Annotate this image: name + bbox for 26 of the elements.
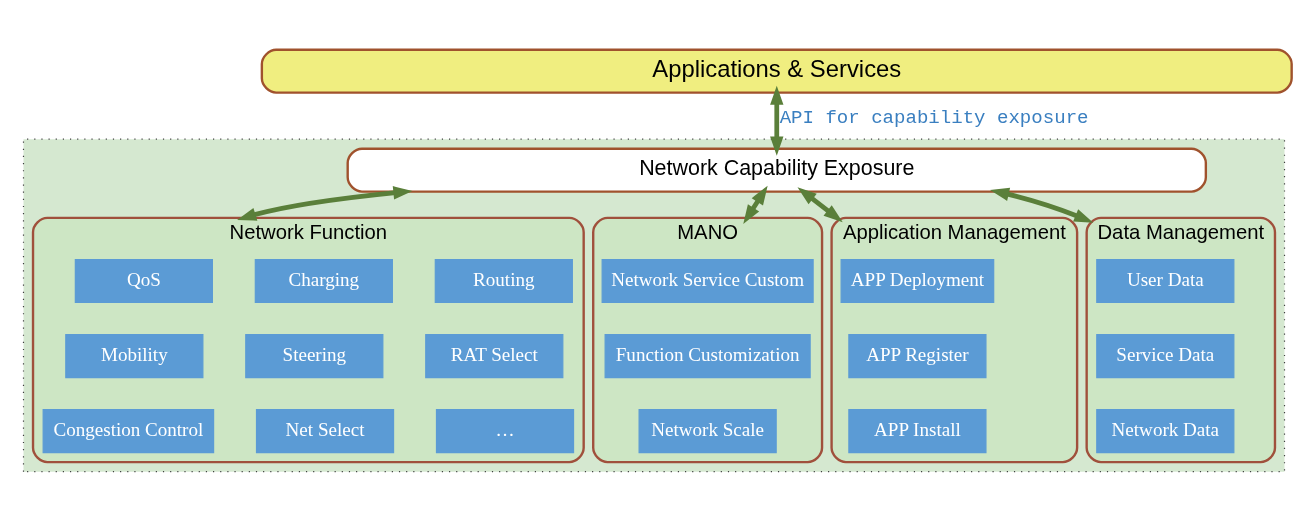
node-box: Network Capability Exposure: [346, 147, 1208, 193]
node-box: Network Service Custom: [601, 258, 814, 304]
node-box: QoS: [74, 258, 213, 304]
node-box: Network Scale: [638, 409, 777, 454]
node-box: User Data: [1096, 258, 1235, 304]
node-box: APP Register: [848, 334, 987, 379]
node-box: Net Select: [255, 409, 395, 454]
edge-label: API for capability exposure: [779, 107, 1089, 130]
node-box: Applications & Services: [260, 48, 1293, 94]
arrow: [743, 185, 768, 224]
node-box: RAT Select: [425, 334, 564, 379]
node-box: Mobility: [65, 334, 204, 379]
node-box: Network Data: [1096, 409, 1235, 454]
node-box: APP Deployment: [840, 258, 995, 304]
arrow: [797, 187, 843, 223]
node-box: Steering: [245, 334, 384, 379]
node-box: Function Customization: [604, 334, 811, 379]
arrow: [770, 85, 784, 156]
arrow: [989, 187, 1094, 223]
node-box: Routing: [434, 258, 573, 304]
arrow: [237, 186, 413, 221]
node-box: Service Data: [1096, 334, 1235, 379]
node-box: APP Install: [848, 409, 987, 454]
node-box: Congestion Control: [42, 409, 215, 454]
node-box: …: [435, 409, 575, 454]
node-box: Charging: [254, 258, 393, 304]
